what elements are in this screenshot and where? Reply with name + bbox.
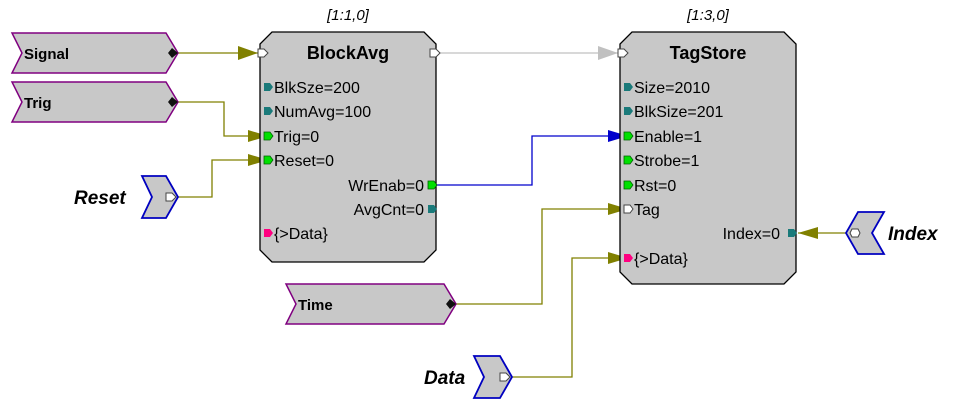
param-reset[interactable]: Reset: [74, 175, 180, 219]
blockavg-title: BlockAvg: [307, 43, 389, 63]
reset-input-port[interactable]: [263, 155, 274, 165]
tagstore-param-enable: Enable=1: [634, 129, 702, 146]
blockavg-output-port[interactable]: [429, 48, 441, 58]
tagstore-title: TagStore: [670, 43, 747, 63]
signal-output-port[interactable]: [168, 48, 178, 58]
block-blockavg[interactable]: [1:1,0] BlockAvg BlkSze=200 NumAvg=100 T…: [257, 7, 441, 263]
param-index[interactable]: Index: [844, 211, 939, 255]
blockavg-param-reset: Reset=0: [274, 153, 334, 170]
data-param-port[interactable]: [499, 372, 511, 382]
wire-reset[interactable]: [178, 159, 268, 198]
wire-wrenab-enable[interactable]: [436, 135, 628, 186]
param-reset-label: Reset: [74, 188, 126, 209]
blockavg-param-blksze: BlkSze=200: [274, 80, 360, 97]
arrow-reset: [248, 154, 268, 166]
tagstore-param-tag: Tag: [634, 202, 660, 219]
blkszeparam-port[interactable]: [264, 83, 273, 91]
tagstore-param-blksize: BlkSize=201: [634, 104, 723, 121]
input-time[interactable]: Time: [284, 283, 457, 325]
wire-trig[interactable]: [178, 101, 268, 137]
numavg-port[interactable]: [264, 107, 273, 115]
blockavg-output-wrenab: WrEnab=0: [348, 178, 424, 195]
avgcnt-port[interactable]: [428, 205, 437, 213]
blockavg-data-label: {>Data}: [274, 226, 328, 243]
enable-port[interactable]: [623, 131, 634, 141]
tag-port[interactable]: [623, 204, 634, 214]
tagstore-data-port[interactable]: [624, 254, 633, 262]
wire-data[interactable]: [512, 257, 628, 378]
reset-port[interactable]: [165, 192, 177, 202]
param-index-label: Index: [888, 224, 939, 245]
tagstore-param-rst: Rst=0: [634, 178, 676, 195]
arrow-signal: [238, 46, 258, 60]
tagstore-data-label: {>Data}: [634, 251, 688, 268]
blockavg-param-numavg: NumAvg=100: [274, 104, 371, 121]
tagstore-output-index: Index=0: [723, 226, 780, 243]
arrow-data: [608, 252, 628, 264]
wire-time-tag[interactable]: [456, 208, 628, 305]
strobe-port[interactable]: [623, 155, 634, 165]
input-signal-label: Signal: [24, 46, 69, 63]
arrow-tag: [608, 203, 628, 215]
param-data-label: Data: [424, 368, 466, 389]
trig-port[interactable]: [263, 131, 274, 141]
tagstore-param-size: Size=2010: [634, 80, 710, 97]
arrow-trig: [248, 130, 268, 142]
blksize-port[interactable]: [624, 107, 633, 115]
blockavg-data-port[interactable]: [264, 229, 273, 237]
trig-output-port[interactable]: [168, 97, 178, 107]
index-port[interactable]: [788, 229, 797, 237]
arrow-enable: [608, 130, 628, 142]
blockavg-input-port[interactable]: [257, 48, 269, 58]
tagstore-address: [1:3,0]: [686, 7, 730, 24]
time-output-port[interactable]: [446, 299, 456, 309]
input-trig-label: Trig: [24, 95, 52, 112]
block-tagstore[interactable]: [1:3,0] TagStore Size=2010 BlkSize=201 E…: [617, 7, 797, 285]
tagstore-input-port[interactable]: [617, 48, 629, 58]
input-trig[interactable]: Trig: [10, 81, 179, 123]
param-data[interactable]: Data: [424, 355, 514, 399]
wrenab-port[interactable]: [427, 180, 438, 190]
index-param-port[interactable]: [849, 228, 861, 238]
size-port[interactable]: [624, 83, 633, 91]
blockavg-address: [1:1,0]: [326, 7, 370, 24]
wires: [178, 46, 846, 378]
arrow-blockavg-out: [598, 46, 618, 60]
tagstore-param-strobe: Strobe=1: [634, 153, 699, 170]
input-time-label: Time: [298, 297, 333, 314]
input-signal[interactable]: Signal: [10, 32, 179, 74]
arrow-index: [798, 227, 818, 239]
rst-port[interactable]: [623, 180, 634, 190]
blockavg-param-trig: Trig=0: [274, 129, 319, 146]
blockavg-output-avgcnt: AvgCnt=0: [354, 202, 425, 219]
